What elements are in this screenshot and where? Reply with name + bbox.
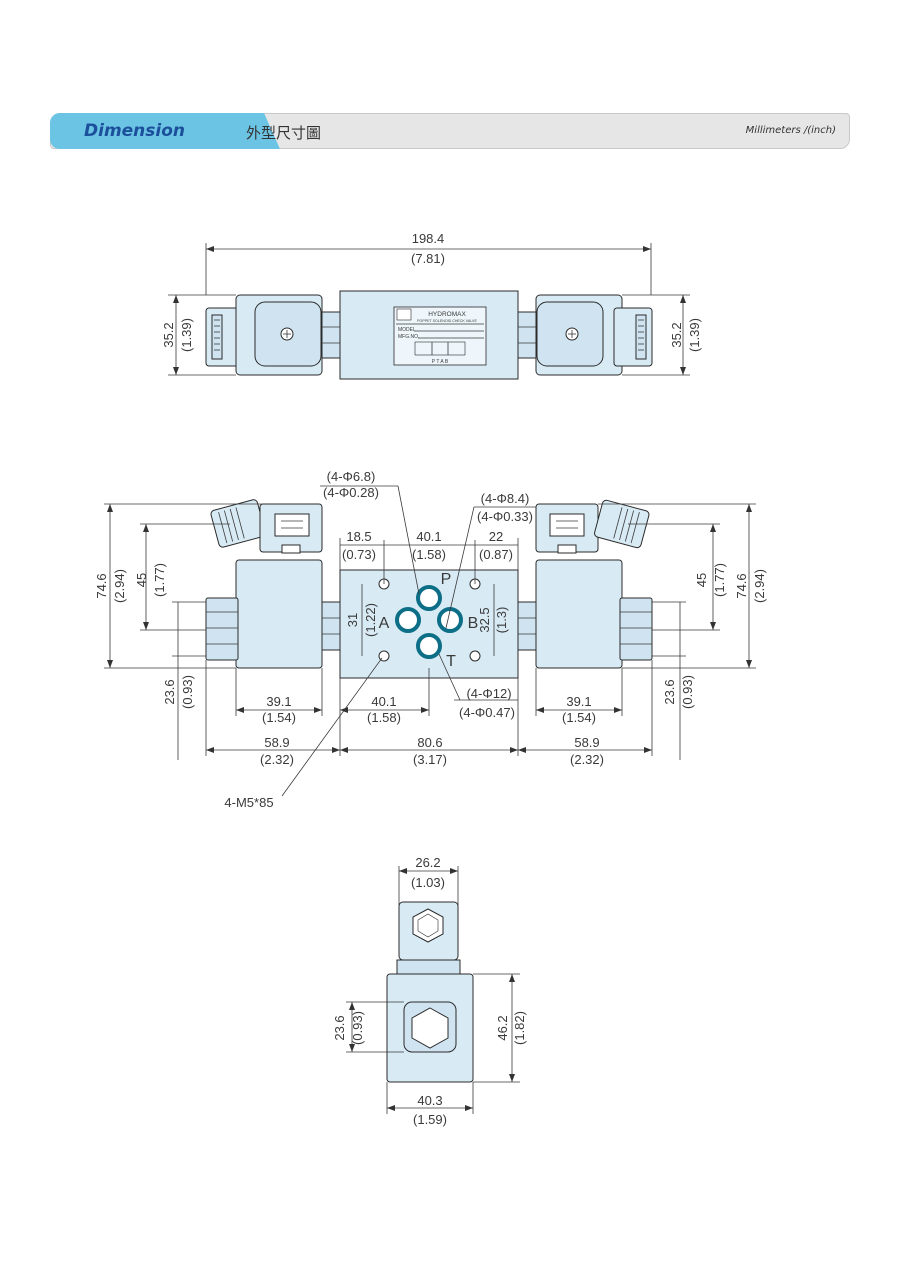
nameplate-brand: HYDROMAX	[428, 311, 466, 318]
section-header: Dimension 外型尺寸圖 Millimeters /(inch)	[50, 113, 850, 149]
port-a	[395, 607, 421, 633]
seg-left-mm: 58.9	[264, 735, 289, 750]
nameplate-mfg: MFG.NO.	[398, 334, 419, 340]
left-45-mm: 45	[134, 573, 149, 587]
brand-logo-icon	[396, 308, 412, 321]
dim-18-mm: 18.5	[346, 529, 371, 544]
side-hex-nut-icon	[412, 908, 444, 943]
top-right-connector-grip	[635, 314, 647, 360]
section-subtitle: 外型尺寸圖	[246, 124, 322, 142]
right-236-mm: 23.6	[662, 679, 677, 704]
front-right-coil	[535, 559, 623, 669]
front-right-stem	[517, 601, 537, 651]
side-h-in: (0.93)	[350, 1011, 365, 1045]
hole-big-mm: (4-Φ12)	[466, 686, 511, 701]
left-236-mm: 23.6	[162, 679, 177, 704]
side-bottom-w-mm: 40.3	[417, 1093, 442, 1108]
top-left-connector-grip	[211, 314, 223, 360]
side-h-mm: 23.6	[332, 1015, 347, 1040]
top-view: 198.4 (7.81) HYDROMAX POPPET SOLENOID CH…	[161, 231, 702, 380]
dim-22-mm: 22	[489, 529, 503, 544]
seg-right-mm: 58.9	[574, 735, 599, 750]
left-total-in: (2.94)	[112, 569, 127, 603]
left-total-mm: 74.6	[94, 573, 109, 598]
front-right-plug	[594, 499, 650, 549]
coil-left-mm: 39.1	[266, 694, 291, 709]
port-t	[416, 633, 442, 659]
side-total-h-mm: 46.2	[495, 1015, 510, 1040]
front-right-coil-nut	[619, 597, 653, 661]
bottom-40-in: (1.58)	[367, 710, 401, 725]
top-overall-in: (7.81)	[411, 251, 445, 266]
top-overall-mm: 198.4	[412, 231, 445, 246]
seg-mid-mm: 80.6	[417, 735, 442, 750]
seg-right-in: (2.32)	[570, 752, 604, 767]
front-view: P A B T (4-Φ6.8) (4-Φ0.28) (4-Φ8.4) (4-Φ…	[94, 469, 767, 810]
front-left-coil-nut	[205, 597, 239, 661]
seg-left-in: (2.32)	[260, 752, 294, 767]
front-right-plug-window	[549, 513, 585, 537]
side-nut-icon	[411, 1007, 449, 1049]
header-tab-slant	[216, 113, 280, 149]
nameplate-model: MODEL	[398, 327, 416, 333]
front-left-plug-window	[274, 513, 310, 537]
hole-small-in: (4-Φ0.28)	[323, 485, 379, 500]
nameplate-symbol	[414, 341, 466, 356]
nameplate-ports: P T A B	[432, 359, 449, 365]
section-title: Dimension	[84, 121, 186, 141]
front-left-coil	[235, 559, 323, 669]
port-t-label: T	[446, 653, 456, 670]
hole-big-in: (4-Φ0.47)	[459, 705, 515, 720]
front-left-stem	[321, 601, 341, 651]
bottom-40-mm: 40.1	[371, 694, 396, 709]
top-right-h-mm: 35.2	[669, 322, 684, 347]
mount-hole-br	[469, 650, 481, 662]
hole-small-mm: (4-Φ6.8)	[327, 469, 376, 484]
dim-40-in: (1.58)	[412, 547, 446, 562]
top-left-nut	[321, 311, 341, 359]
right-45-mm: 45	[694, 573, 709, 587]
right-236-in: (0.93)	[680, 675, 695, 709]
nameplate: HYDROMAX POPPET SOLENOID CHECK VALVE MOD…	[393, 306, 487, 366]
right-total-mm: 74.6	[734, 573, 749, 598]
side-bottom-w-in: (1.59)	[413, 1112, 447, 1127]
top-left-h-mm: 35.2	[161, 322, 176, 347]
port-b-label: B	[468, 615, 479, 632]
side-total-h-in: (1.82)	[512, 1011, 527, 1045]
top-right-nut	[517, 311, 537, 359]
dim-22-in: (0.87)	[479, 547, 513, 562]
port-p	[416, 585, 442, 611]
front-left-plug	[210, 499, 266, 548]
coil-left-in: (1.54)	[262, 710, 296, 725]
top-left-h-in: (1.39)	[179, 318, 194, 352]
side-top-w-mm: 26.2	[415, 855, 440, 870]
header-accent-tab	[50, 113, 228, 149]
right-total-in: (2.94)	[752, 569, 767, 603]
dim-31-mm: 31	[345, 613, 360, 627]
dim-31-in: (1.22)	[363, 603, 378, 637]
right-45-in: (1.77)	[712, 563, 727, 597]
units-note: Millimeters /(inch)	[745, 125, 836, 136]
side-plug-base	[396, 959, 461, 975]
dim-40-mm: 40.1	[416, 529, 441, 544]
dim-325-mm: 32.5	[477, 607, 492, 632]
hole-mid-in: (4-Φ0.33)	[477, 509, 533, 524]
side-top-w-in: (1.03)	[411, 875, 445, 890]
port-a-label: A	[379, 615, 390, 632]
port-p-label: P	[441, 571, 452, 588]
top-right-h-in: (1.39)	[687, 318, 702, 352]
thread-label: 4-M5*85	[224, 795, 273, 810]
side-view: 26.2 (1.03) 23.6 (0.93) 46.2 (1.82)	[332, 855, 527, 1127]
left-236-in: (0.93)	[180, 675, 195, 709]
seg-mid-in: (3.17)	[413, 752, 447, 767]
dim-18-in: (0.73)	[342, 547, 376, 562]
coil-right-mm: 39.1	[566, 694, 591, 709]
dim-325-in: (1.3)	[494, 607, 509, 634]
coil-right-in: (1.54)	[562, 710, 596, 725]
nameplate-product: POPPET SOLENOID CHECK VALVE	[417, 319, 477, 323]
left-45-in: (1.77)	[152, 563, 167, 597]
hole-mid-mm: (4-Φ8.4)	[481, 491, 530, 506]
